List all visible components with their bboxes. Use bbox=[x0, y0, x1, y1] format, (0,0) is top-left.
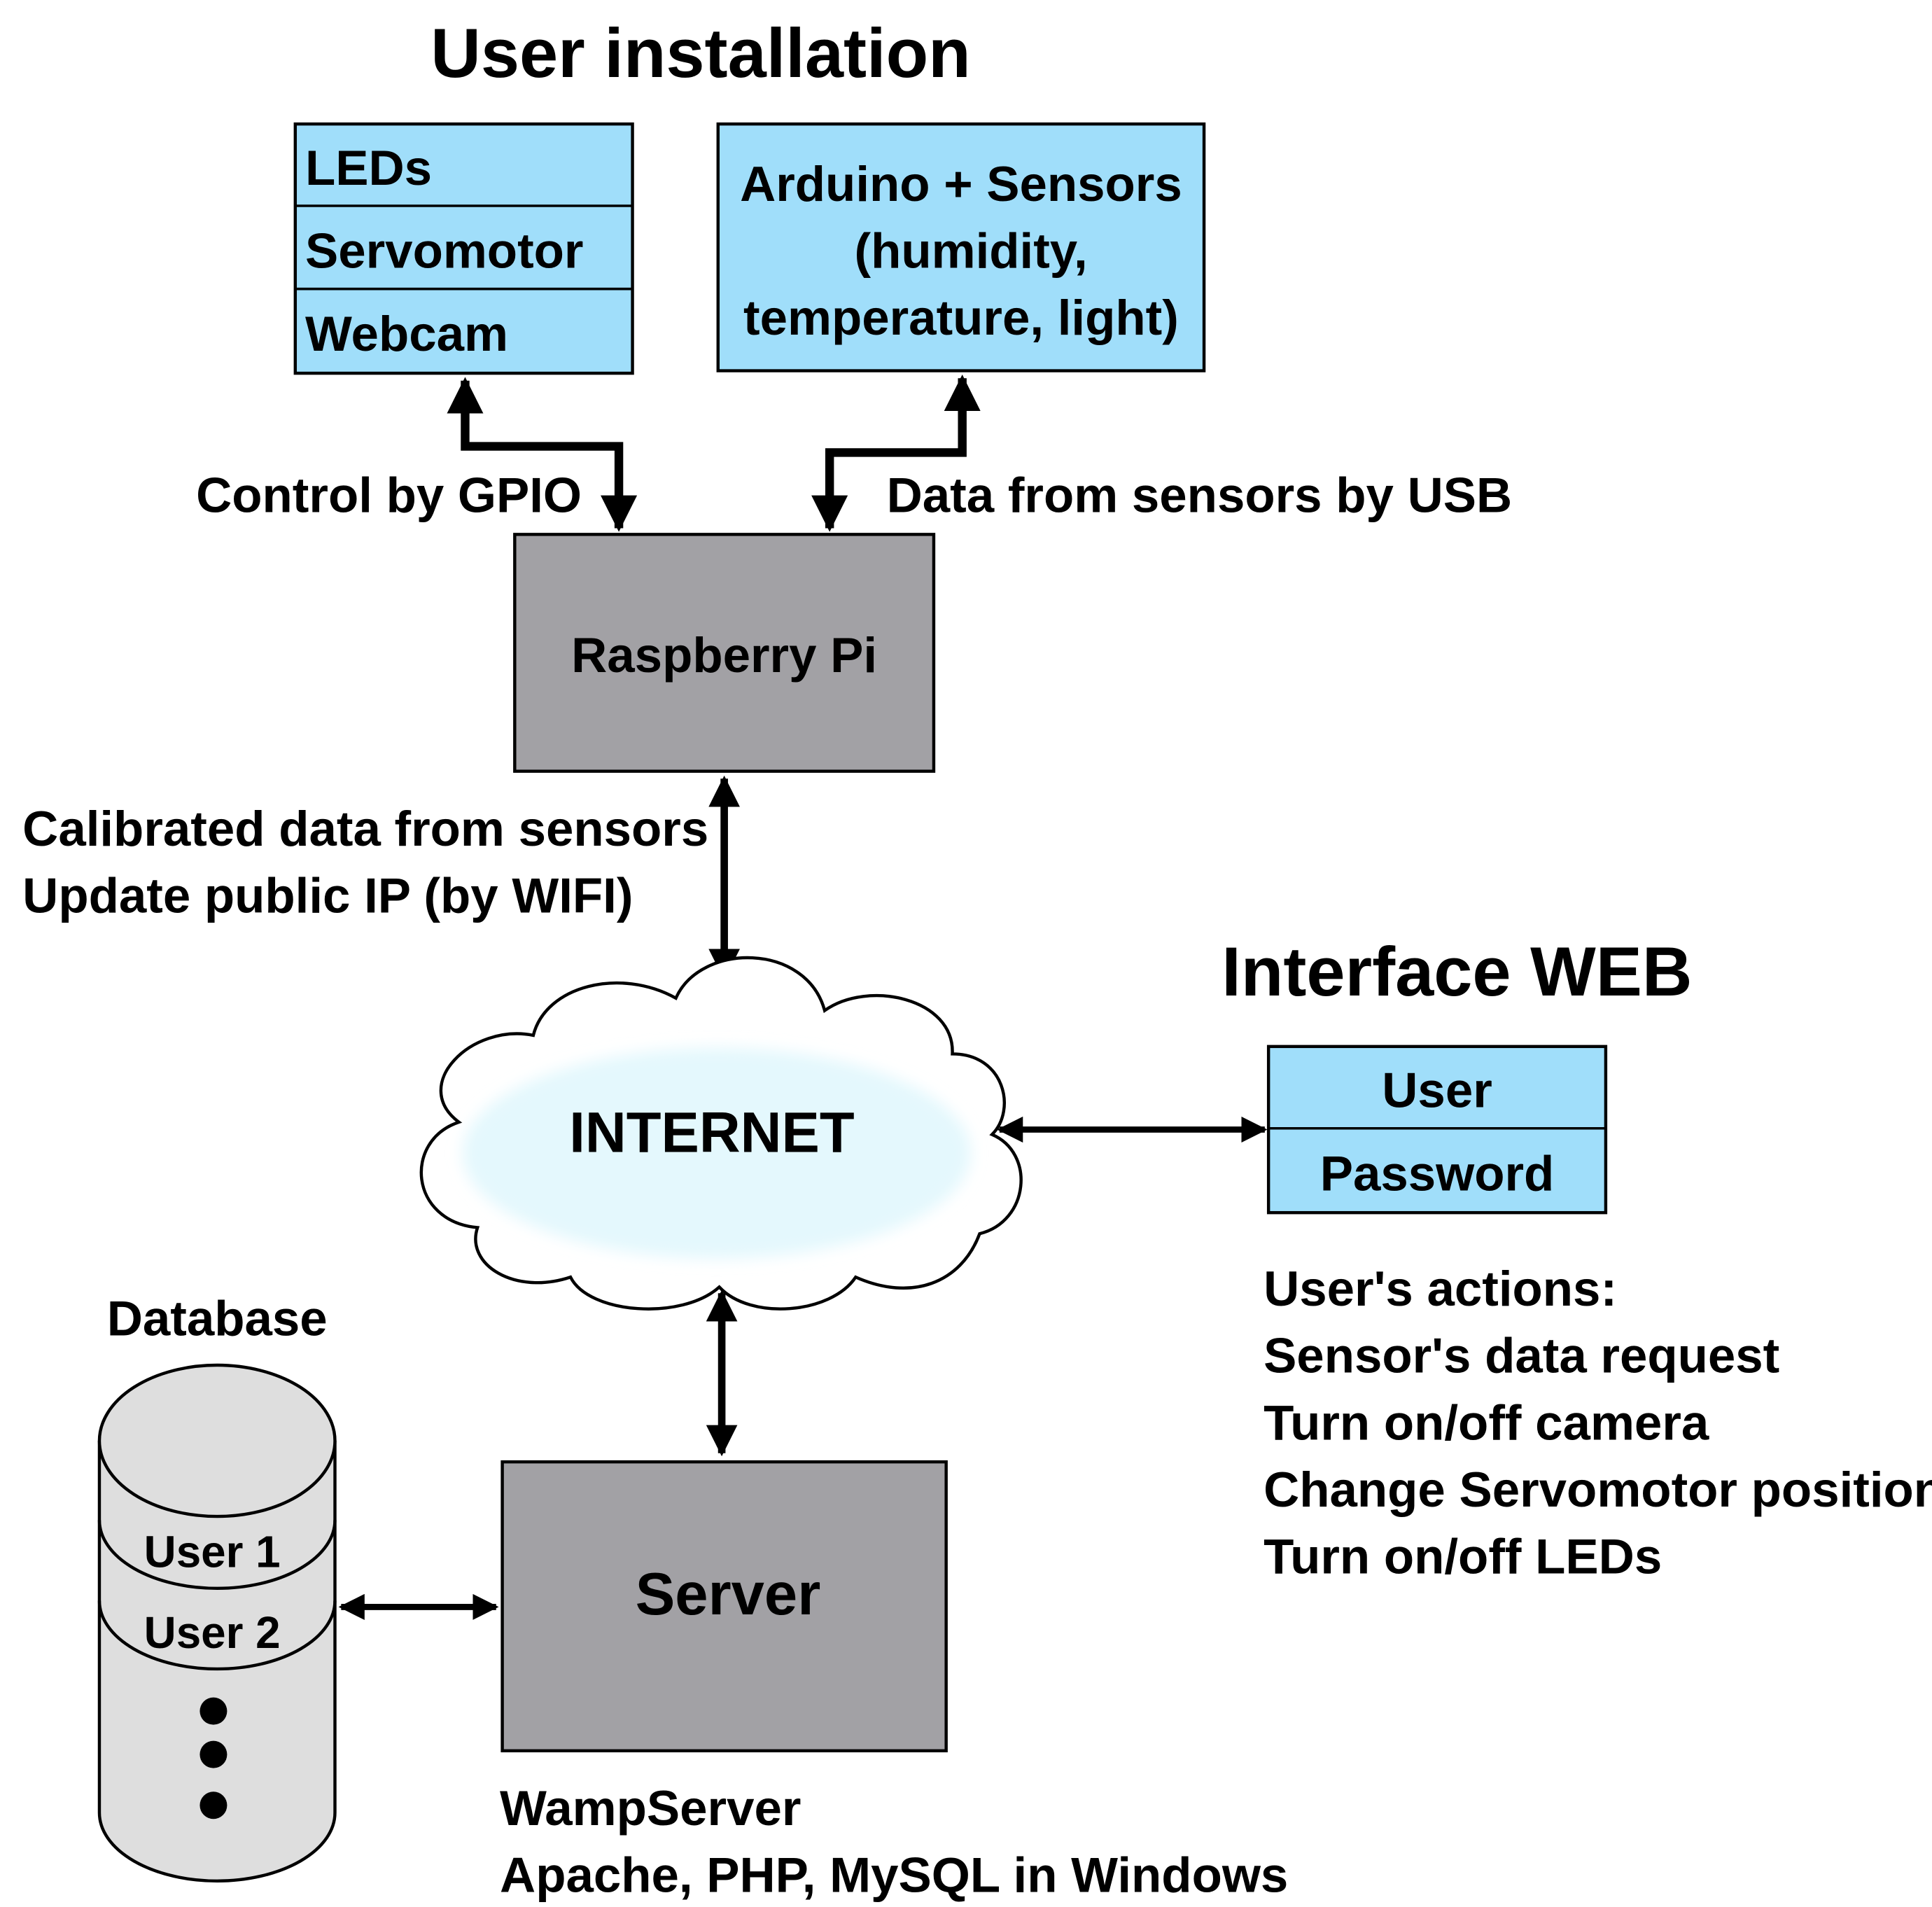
user-field-label: User bbox=[1382, 1063, 1492, 1119]
database-cylinder: User 1 User 2 bbox=[97, 1363, 337, 1882]
database-row-separator bbox=[97, 1520, 337, 1590]
device-leds-label: LEDs bbox=[305, 141, 432, 196]
vertical-dots-icon bbox=[200, 1697, 227, 1819]
server-box: Server bbox=[500, 1460, 948, 1753]
gpio-link-label: Control by GPIO bbox=[196, 468, 582, 523]
server-frame bbox=[500, 1460, 948, 1753]
database-row-separator bbox=[97, 1600, 337, 1671]
device-webcam-label: Webcam bbox=[305, 307, 508, 362]
internet-cloud: INTERNET bbox=[419, 956, 1023, 1311]
user-action-item: Sensor's data request bbox=[1264, 1329, 1779, 1384]
server-caption-line: Apache, PHP, MySQL in Windows bbox=[500, 1848, 1288, 1903]
user-installation-title: User installation bbox=[430, 15, 971, 92]
devices-box-frame bbox=[293, 122, 634, 375]
server-label: Server bbox=[636, 1561, 821, 1628]
database-row-user1: User 1 bbox=[144, 1527, 281, 1577]
user-action-item: Change Servomotor position bbox=[1264, 1462, 1932, 1518]
usb-connector-arrow bbox=[811, 374, 981, 532]
raspberry-pi-box: Raspberry Pi bbox=[513, 533, 936, 773]
wifi-link-label-line: Calibrated data from sensors bbox=[22, 802, 708, 857]
server-caption-line: WampServer bbox=[500, 1781, 801, 1836]
gpio-connector-arrow bbox=[447, 377, 638, 532]
user-action-item: Turn on/off LEDs bbox=[1264, 1530, 1662, 1585]
password-field-label: Password bbox=[1320, 1146, 1555, 1201]
devices-box: LEDs Servomotor Webcam bbox=[293, 122, 634, 375]
database-row-user2: User 2 bbox=[144, 1607, 281, 1658]
arduino-sensors-box: Arduino + Sensors (humidity, temperature… bbox=[716, 122, 1206, 372]
arduino-box-line: Arduino + Sensors bbox=[740, 157, 1182, 212]
arduino-box-line: temperature, light) bbox=[743, 291, 1179, 346]
user-action-item: Turn on/off camera bbox=[1264, 1395, 1709, 1451]
internet-label: INTERNET bbox=[569, 1101, 854, 1164]
internet-cloud-glow bbox=[462, 1047, 972, 1259]
raspberry-pi-label: Raspberry Pi bbox=[571, 628, 877, 683]
raspberry-pi-frame bbox=[513, 533, 936, 773]
usb-link-label: Data from sensors by USB bbox=[887, 468, 1512, 523]
arduino-box-line: (humidity, bbox=[855, 224, 1088, 279]
database-top bbox=[97, 1363, 337, 1518]
web-login-box: User Password bbox=[1266, 1045, 1608, 1215]
user-actions-heading: User's actions: bbox=[1264, 1262, 1617, 1317]
arduino-box-frame bbox=[716, 122, 1206, 372]
interface-web-title: Interface WEB bbox=[1222, 933, 1692, 1011]
wifi-link-label-line: Update public IP (by WIFI) bbox=[22, 869, 633, 924]
device-servomotor-label: Servomotor bbox=[305, 224, 584, 279]
user-actions-list: User's actions: Sensor's data request Tu… bbox=[1264, 1262, 1932, 1585]
database-title: Database bbox=[107, 1292, 328, 1347]
database-body bbox=[97, 1441, 337, 1882]
